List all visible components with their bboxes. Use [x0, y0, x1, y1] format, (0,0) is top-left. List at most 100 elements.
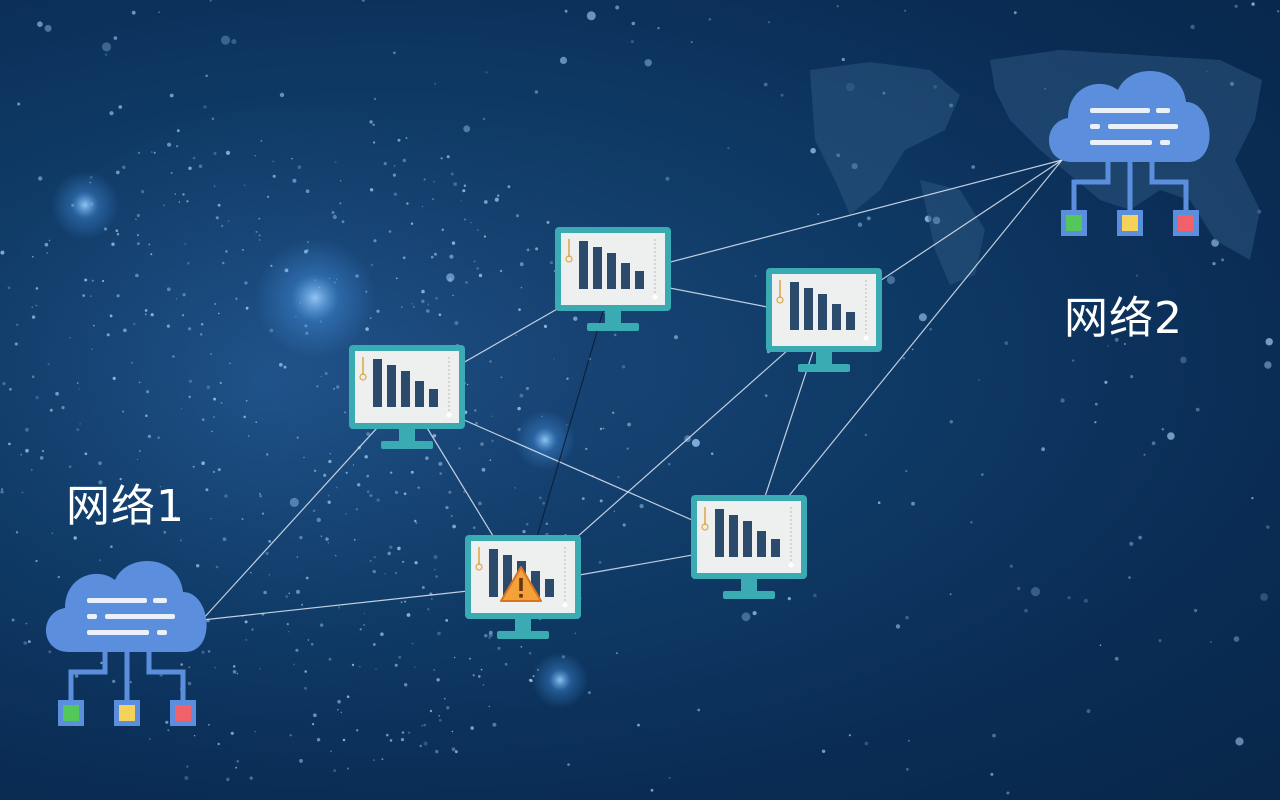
monitor-base — [497, 631, 549, 639]
globe-dot — [454, 750, 458, 754]
globe-dot — [35, 287, 39, 290]
star-dot — [1094, 402, 1098, 406]
network-1-label: 网络1 — [66, 481, 185, 532]
globe-dot — [627, 422, 631, 427]
globe-dot — [480, 668, 483, 671]
globe-dot — [25, 448, 29, 453]
star-dot — [564, 9, 568, 13]
globe-dot — [488, 636, 491, 640]
globe-dot — [16, 323, 19, 326]
globe-dot — [410, 222, 414, 225]
globe-dot — [421, 206, 423, 208]
globe-dot — [236, 760, 239, 763]
globe-dot — [542, 501, 545, 505]
globe-dot — [205, 488, 209, 492]
globe-dot — [232, 665, 236, 668]
star-dot — [1094, 421, 1097, 424]
globe-dot — [423, 723, 427, 727]
globe-dot — [279, 363, 283, 367]
globe-dot — [144, 313, 147, 316]
globe-dot — [98, 461, 102, 466]
globe-dot — [370, 263, 374, 267]
star-dot — [327, 494, 330, 497]
globe-dot — [472, 526, 476, 529]
globe-dot — [135, 273, 139, 278]
globe-dot — [334, 554, 337, 557]
globe-dot — [166, 287, 171, 292]
star-dot — [316, 385, 319, 388]
globe-dot — [213, 185, 216, 187]
globe-dot — [116, 170, 120, 175]
star-dot — [535, 247, 539, 251]
axis-dot — [788, 562, 794, 568]
star-dot — [438, 461, 443, 466]
monitor-icon[interactable] — [349, 345, 465, 449]
star-dot — [817, 213, 820, 216]
star-dot — [1151, 441, 1156, 446]
star-dot — [1009, 564, 1014, 568]
star-dot — [708, 18, 712, 21]
globe-dot — [497, 646, 501, 650]
globe-dot — [489, 360, 492, 363]
globe-dot — [380, 632, 384, 636]
globe-dot — [333, 387, 336, 390]
star-dot — [266, 195, 270, 199]
star-dot — [587, 691, 591, 695]
globe-dot — [184, 243, 187, 245]
globe-dot — [254, 731, 256, 733]
globe-dot — [617, 475, 620, 479]
monitor-icon[interactable] — [465, 535, 581, 639]
globe-dot — [519, 262, 524, 267]
globe-dot — [116, 294, 120, 298]
star-dot — [1114, 656, 1119, 661]
globe-dot — [217, 742, 220, 746]
globe-dot — [265, 551, 269, 556]
monitor-icon[interactable] — [766, 268, 882, 372]
globe-dot — [112, 679, 116, 684]
globe-dot — [462, 189, 466, 193]
star-dot — [345, 471, 348, 474]
globe-dot — [102, 279, 105, 283]
globe-dot — [458, 447, 461, 450]
star-dot — [393, 51, 396, 55]
globe-dot — [464, 218, 466, 221]
globe-dot — [484, 634, 488, 638]
globe-dot — [57, 575, 60, 579]
star-dot — [320, 623, 324, 627]
globe-dot — [334, 161, 337, 164]
star-dot — [1234, 4, 1238, 8]
star-dot — [949, 420, 953, 424]
star-dot — [446, 155, 450, 159]
globe-dot — [221, 261, 225, 265]
star-dot — [526, 248, 530, 252]
globe-dot — [119, 477, 122, 481]
globe-dot — [472, 674, 475, 677]
globe-dot — [325, 537, 329, 541]
globe-dot — [138, 450, 141, 452]
globe-dot — [397, 546, 401, 551]
globe-dot — [174, 193, 176, 195]
globe-dot — [373, 141, 376, 144]
monitor-icon[interactable] — [691, 495, 807, 599]
monitor-icon[interactable] — [555, 227, 671, 331]
monitor-neck — [605, 311, 621, 325]
globe-dot — [444, 697, 446, 700]
cloud-router-icon — [1048, 70, 1210, 236]
star-dot — [949, 593, 952, 596]
globe-dot — [144, 309, 148, 312]
star-dot — [176, 129, 180, 133]
star-dot — [150, 151, 153, 153]
globe-dot — [200, 323, 204, 326]
star-dot — [1013, 11, 1017, 15]
star-dot — [631, 21, 636, 26]
star-dot — [768, 21, 770, 24]
cloud-line — [1108, 124, 1178, 129]
star-dot — [1260, 593, 1268, 601]
globe-dot — [220, 224, 224, 228]
globe-dot — [307, 639, 310, 641]
globe-dot — [430, 255, 434, 259]
globe-dot — [49, 408, 53, 412]
monitor-neck — [515, 619, 531, 633]
globe-dot — [421, 289, 425, 294]
globe-dot — [182, 293, 186, 297]
